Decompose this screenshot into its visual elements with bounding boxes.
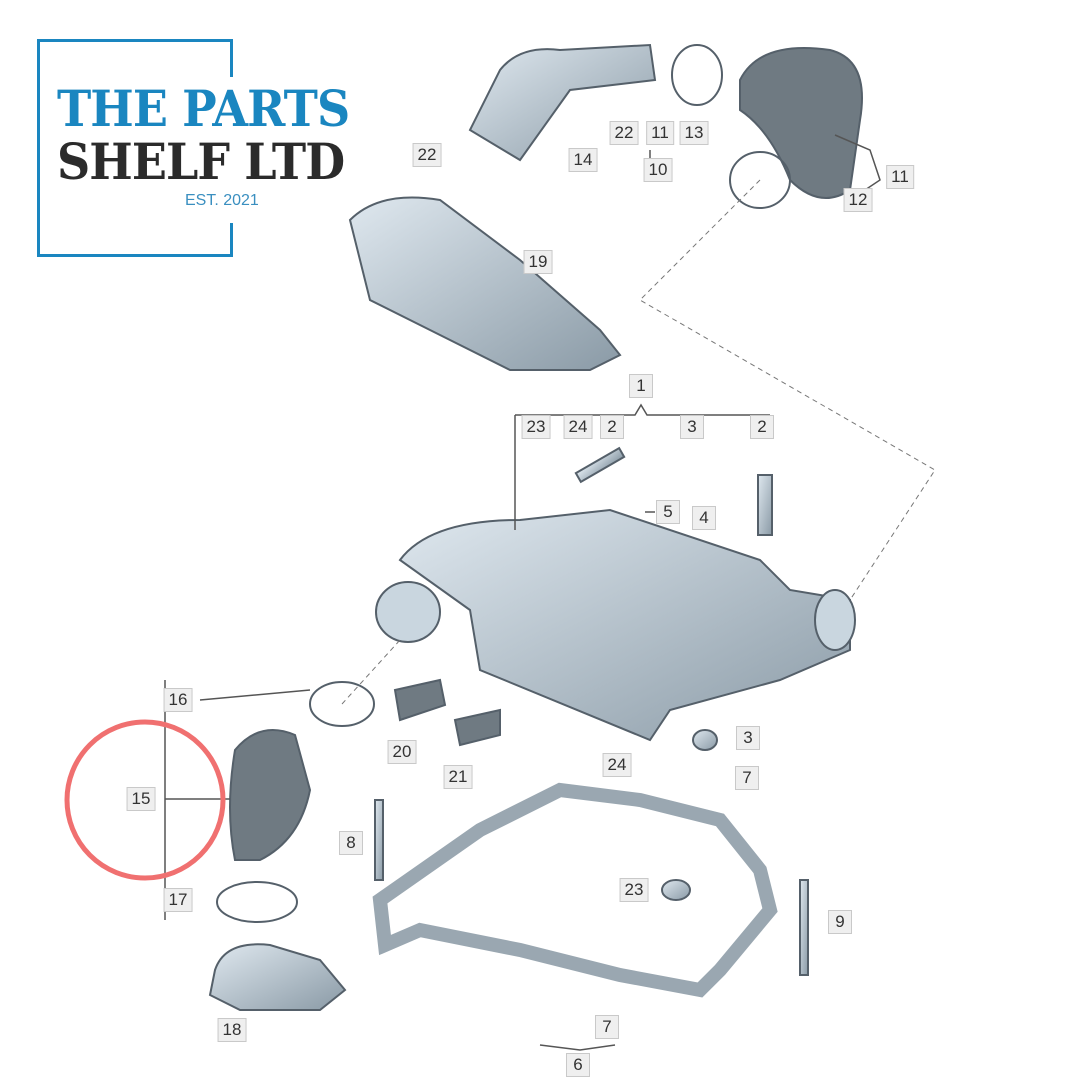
clamp-17: [216, 881, 298, 923]
sleeve-21: [453, 708, 501, 747]
part-label[interactable]: 2: [750, 415, 774, 439]
part-label[interactable]: 13: [679, 121, 709, 145]
part-label[interactable]: 11: [646, 121, 674, 145]
upper-pipe: [468, 43, 657, 162]
bushing-3: [692, 729, 718, 751]
bolt-9: [799, 879, 809, 976]
part-label-highlighted[interactable]: 15: [126, 787, 156, 811]
part-label[interactable]: 3: [736, 726, 760, 750]
part-label[interactable]: 17: [163, 888, 193, 912]
part-label[interactable]: 21: [443, 765, 473, 789]
part-label[interactable]: 7: [595, 1015, 619, 1039]
clamp-12: [729, 151, 791, 209]
part-label[interactable]: 8: [339, 831, 363, 855]
bushing-23: [661, 879, 691, 901]
clamp-16: [309, 681, 375, 727]
part-label[interactable]: 6: [566, 1053, 590, 1077]
part-label[interactable]: 9: [828, 910, 852, 934]
part-label[interactable]: 5: [656, 500, 680, 524]
part-label[interactable]: 11: [886, 165, 914, 189]
sensor-2a: [574, 446, 626, 484]
part-label[interactable]: 24: [602, 753, 632, 777]
bolt-8: [374, 799, 384, 881]
part-label[interactable]: 16: [163, 688, 193, 712]
part-label[interactable]: 18: [217, 1018, 247, 1042]
company-logo: THE PARTS SHELF LTD EST. 2021: [37, 39, 350, 257]
part-label[interactable]: 4: [692, 506, 716, 530]
part-label[interactable]: 3: [680, 415, 704, 439]
logo-line-2: SHELF LTD: [57, 132, 345, 191]
part-label[interactable]: 19: [523, 250, 553, 274]
logo-line-1: THE PARTS: [57, 79, 350, 138]
part-label[interactable]: 14: [568, 148, 598, 172]
part-label[interactable]: 20: [387, 740, 417, 764]
sleeve-20: [393, 678, 447, 722]
manifold-19: [348, 196, 622, 371]
hose-elbow: [739, 47, 863, 199]
clamp-13: [671, 44, 723, 106]
part-label[interactable]: 22: [412, 143, 442, 167]
part-label[interactable]: 1: [629, 374, 653, 398]
logo-established: EST. 2021: [185, 192, 259, 209]
housing-18: [208, 943, 347, 1011]
outlet-port: [814, 589, 856, 651]
part-label[interactable]: 24: [563, 415, 593, 439]
part-label[interactable]: 2: [600, 415, 624, 439]
part-label[interactable]: 12: [843, 188, 873, 212]
intercooler-1: [398, 508, 851, 742]
frame-6: [372, 782, 778, 998]
part-label[interactable]: 23: [619, 878, 649, 902]
sensor-2b: [757, 474, 773, 536]
highlight-circle: [64, 719, 226, 881]
hose-15: [229, 729, 312, 861]
part-label[interactable]: 7: [735, 766, 759, 790]
part-label[interactable]: 22: [609, 121, 639, 145]
part-label[interactable]: 10: [643, 158, 673, 182]
part-label[interactable]: 23: [521, 415, 551, 439]
inlet-port: [375, 581, 441, 643]
